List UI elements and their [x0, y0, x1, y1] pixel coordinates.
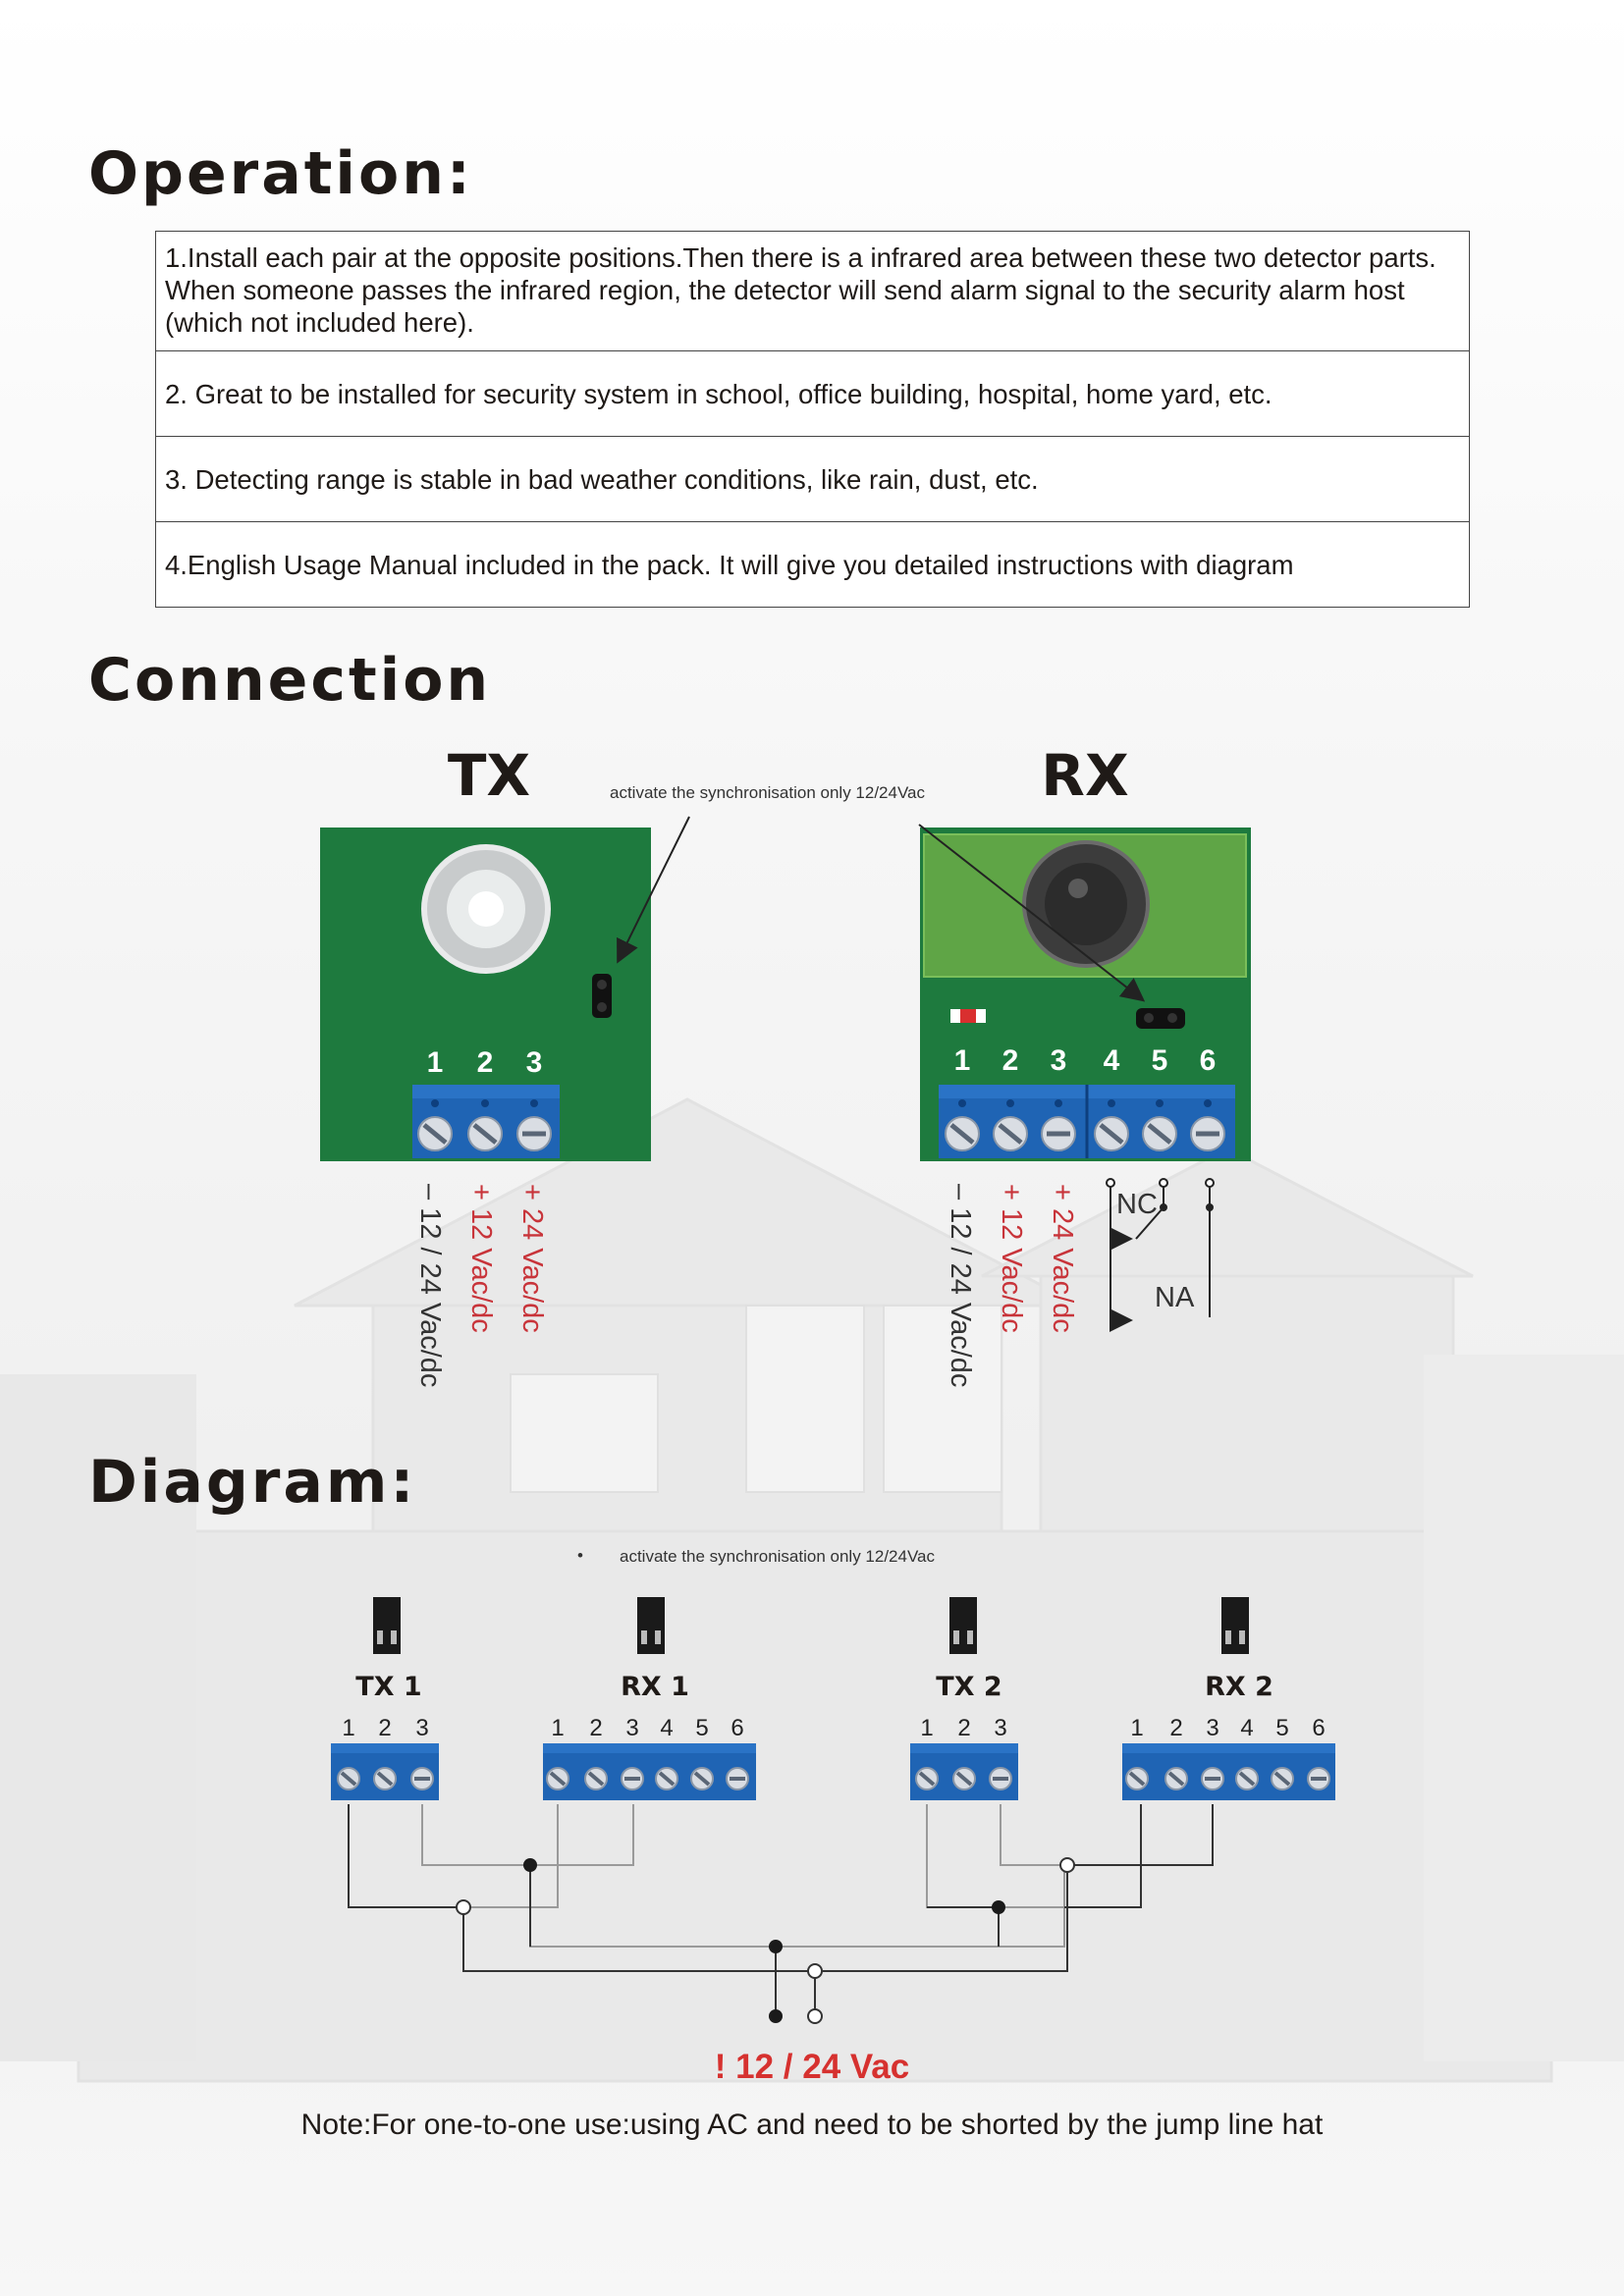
rx2-pin-5: 5: [1275, 1715, 1288, 1741]
tx-jumper-icon: [592, 974, 612, 1018]
rx2-pin-4: 4: [1240, 1715, 1253, 1741]
tx1-terminal-block: [331, 1743, 439, 1800]
rx2-pin-1: 1: [1130, 1715, 1143, 1741]
connection-diagram: TX RX activate the synchronisation only …: [320, 742, 1251, 1387]
supply-voltage-label: ! 12 / 24 Vac: [714, 2048, 910, 2086]
wiring-junctions: [456, 1857, 1075, 2024]
rx-wire-label-2: + 12 Vac/dc: [996, 1184, 1027, 1333]
rx-terminal-block: [939, 1085, 1235, 1158]
tx2-pin-1: 1: [920, 1715, 933, 1741]
rx1-pin-5: 5: [695, 1715, 708, 1741]
rx2-pin-6: 6: [1312, 1715, 1325, 1741]
rx-pin-2: 2: [1002, 1044, 1019, 1077]
tx-label: TX: [448, 742, 530, 809]
tx2-pin-3: 3: [994, 1715, 1006, 1741]
operation-item-2: 2. Great to be installed for security sy…: [156, 350, 1469, 436]
rx-jumper-icon: [1136, 1008, 1185, 1029]
rx1-pin-3: 3: [625, 1715, 638, 1741]
tx-wire-label-3: + 24 Vac/dc: [516, 1184, 548, 1333]
rx-wire-label-3: + 24 Vac/dc: [1047, 1184, 1078, 1333]
tx-terminal-block: [412, 1085, 560, 1158]
rx1-pin-6: 6: [731, 1715, 743, 1741]
rx-pin-4: 4: [1104, 1044, 1120, 1077]
tx-board: 1 2 3: [320, 828, 651, 1161]
rx1-pin-1: 1: [551, 1715, 564, 1741]
rx2-pin-3: 3: [1206, 1715, 1218, 1741]
tx1-pin-2: 2: [378, 1715, 391, 1741]
rx2-pin-2: 2: [1169, 1715, 1182, 1741]
rx-relay-nc-label: NC: [1116, 1189, 1158, 1220]
diagram-sync-note: activate the synchronisation only 12/24V…: [620, 1547, 935, 1566]
operation-heading: Operation:: [88, 139, 473, 208]
tx2-pin-2: 2: [957, 1715, 970, 1741]
operation-item-1: 1.Install each pair at the opposite posi…: [156, 232, 1469, 350]
tx1-label: TX 1: [355, 1672, 421, 1702]
tx2-label: TX 2: [936, 1672, 1001, 1702]
operation-item-3: 3. Detecting range is stable in bad weat…: [156, 436, 1469, 521]
rx-relay-schematic: [1106, 1178, 1215, 1332]
operation-item-4-text: 4.English Usage Manual included in the p…: [165, 549, 1294, 580]
rx-led-icon: [950, 1009, 986, 1023]
operation-item-1-text: 1.Install each pair at the opposite posi…: [165, 242, 1436, 338]
tx-wire-label-1: – 12 / 24 Vac/dc: [414, 1184, 446, 1387]
rx-pin-1: 1: [954, 1044, 971, 1077]
rx-label: RX: [1041, 742, 1128, 809]
tx1-jumper-icon: [373, 1597, 401, 1654]
tx-pin-3: 3: [526, 1046, 543, 1079]
rx-pin-5: 5: [1152, 1044, 1168, 1077]
operation-item-3-text: 3. Detecting range is stable in bad weat…: [165, 463, 1039, 495]
tx-sync-arrow: [617, 816, 690, 964]
connection-heading: Connection: [88, 646, 492, 715]
rx1-jumper-icon: [637, 1597, 665, 1654]
diagram-note: Note:For one-to-one use:using AC and nee…: [300, 2109, 1324, 2141]
wiring-lines: [348, 1804, 1214, 2022]
rx2-terminal-block: [1122, 1743, 1335, 1800]
tx1-pin-3: 3: [415, 1715, 428, 1741]
rx1-pin-4: 4: [660, 1715, 673, 1741]
rx-wire-label-1: – 12 / 24 Vac/dc: [945, 1184, 976, 1387]
rx1-label: RX 1: [621, 1672, 689, 1702]
rx-pin-6: 6: [1200, 1044, 1217, 1077]
rx-sync-arrow: [918, 824, 1146, 1002]
operation-table: 1.Install each pair at the opposite posi…: [155, 231, 1470, 608]
connection-sync-note: activate the synchronisation only 12/24V…: [610, 783, 925, 802]
operation-item-4: 4.English Usage Manual included in the p…: [156, 521, 1469, 607]
rx2-label: RX 2: [1205, 1672, 1273, 1702]
tx1-pin-1: 1: [342, 1715, 354, 1741]
rx2-jumper-icon: [1221, 1597, 1249, 1654]
rx-pin-3: 3: [1051, 1044, 1067, 1077]
rx-board: 1 2 3 4 5 6: [920, 828, 1251, 1161]
tx-wire-label-2: + 12 Vac/dc: [465, 1184, 497, 1333]
tx2-jumper-icon: [949, 1597, 977, 1654]
rx-relay-na-label: NA: [1155, 1282, 1195, 1313]
tx2-terminal-block: [910, 1743, 1018, 1800]
rx1-pin-2: 2: [589, 1715, 602, 1741]
tx-pin-2: 2: [477, 1046, 494, 1079]
tx-pin-1: 1: [427, 1046, 444, 1079]
rx1-terminal-block: [543, 1743, 756, 1800]
diagram-heading: Diagram:: [88, 1448, 417, 1517]
diagram-bullet: •: [577, 1546, 583, 1565]
operation-item-2-text: 2. Great to be installed for security sy…: [165, 378, 1272, 409]
